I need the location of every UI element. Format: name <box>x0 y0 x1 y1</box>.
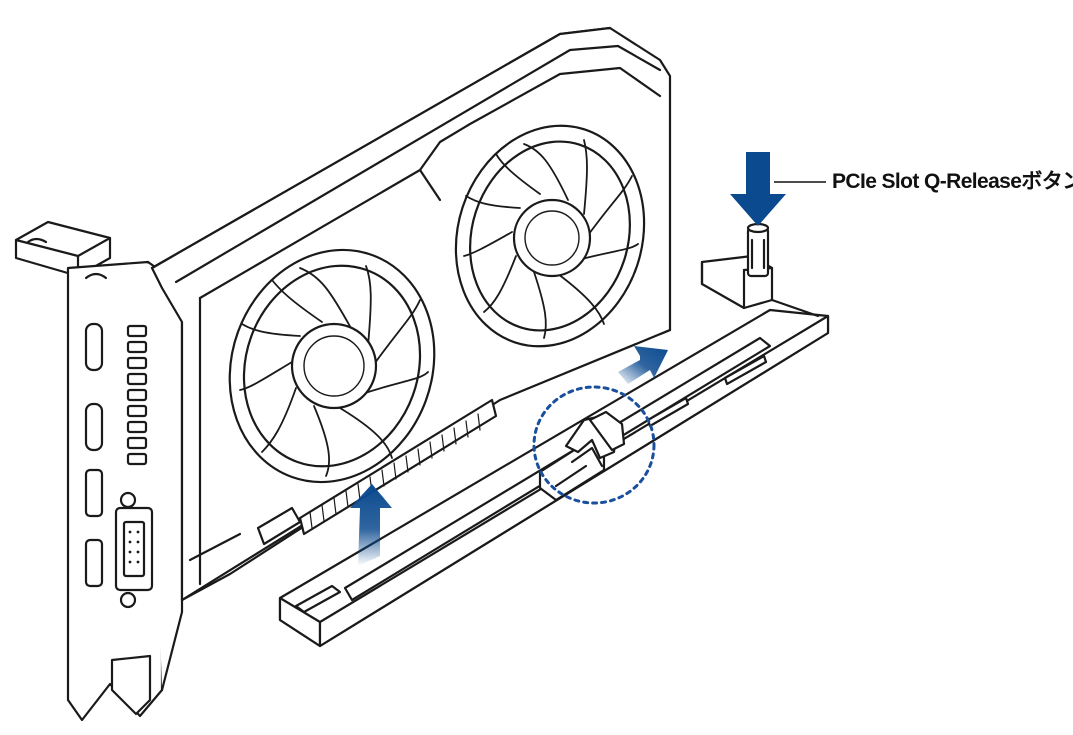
arrow-down-icon <box>730 152 786 226</box>
cooling-fan-right <box>454 124 646 348</box>
q-release-button <box>746 222 770 278</box>
cooling-fan-left <box>228 248 436 484</box>
bracket-ports <box>84 322 154 609</box>
q-release-button-label: PCIe Slot Q-Releaseボタン <box>832 170 1073 193</box>
arrow-up-icon <box>350 484 392 566</box>
arrow-diagonal-icon <box>618 346 668 384</box>
slot-latch <box>538 410 626 502</box>
latch-highlight-circle <box>532 385 656 505</box>
